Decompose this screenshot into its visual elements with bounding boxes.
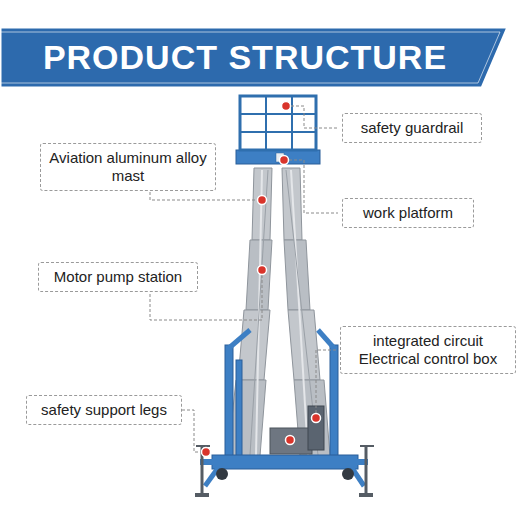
callout-box: safety support legs: [26, 395, 182, 425]
callout-label: safety guardrail: [351, 119, 473, 137]
callout-box: safety guardrail: [342, 113, 482, 143]
callout-box: Aviation aluminum alloy mast: [40, 143, 216, 191]
callout-label: integrated circuit Electrical control bo…: [349, 332, 507, 368]
mast: [228, 168, 330, 456]
title-banner: [0, 27, 508, 88]
callout-label: Aviation aluminum alloy mast: [49, 149, 207, 185]
callout-label: safety support legs: [35, 401, 173, 419]
callout-label: Motor pump station: [47, 268, 189, 286]
support-leg: [195, 446, 374, 497]
title: PRODUCT STRUCTURE: [0, 28, 490, 86]
callout-box: work platform: [342, 198, 474, 228]
callout-box: integrated circuit Electrical control bo…: [340, 326, 516, 374]
callout-label: work platform: [351, 204, 465, 222]
callout-box: Motor pump station: [38, 262, 198, 292]
callout-dot: [202, 102, 321, 457]
work-platform: [236, 96, 320, 164]
